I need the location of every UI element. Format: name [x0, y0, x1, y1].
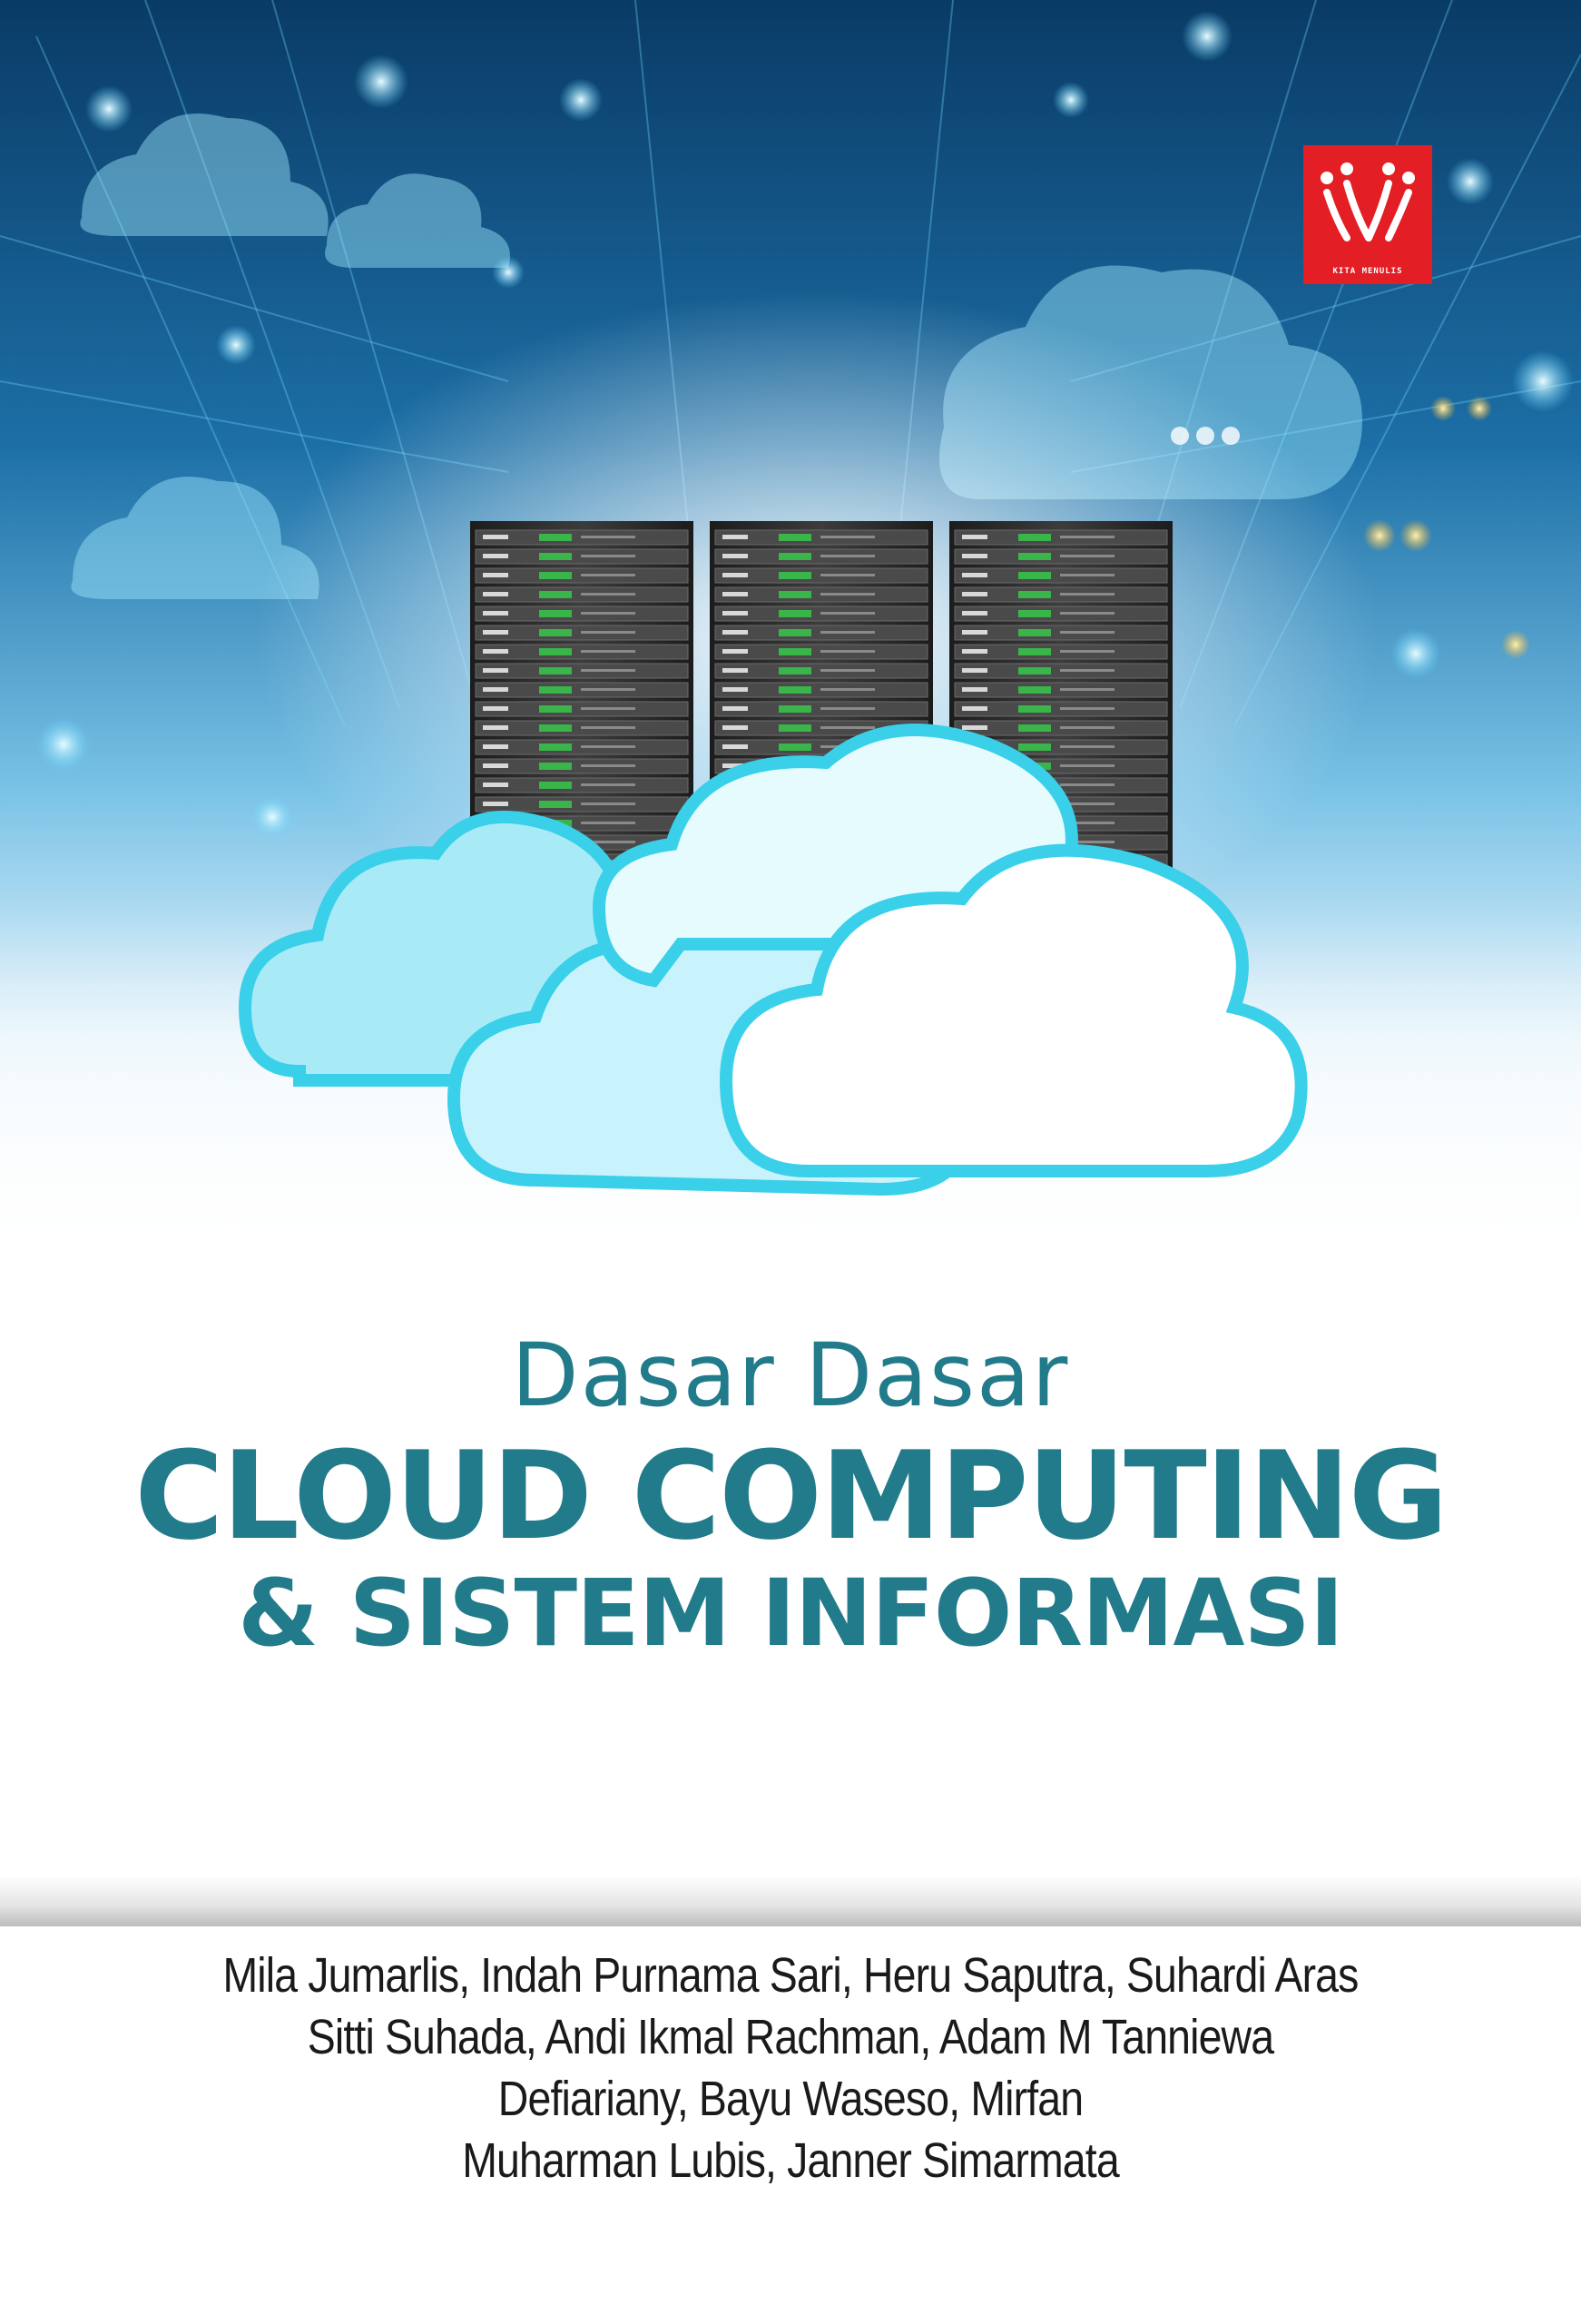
publisher-logo-icon: [1321, 162, 1415, 241]
cloud-icon: [238, 724, 1308, 1196]
title-prefix: Dasar Dasar: [511, 1324, 1070, 1426]
publisher-name: KITA MENULIS: [1332, 267, 1403, 276]
author-line: Sitti Suhada, Andi Ikmal Rachman, Adam M…: [307, 2010, 1274, 2064]
author-line: Defiariany, Bayu Waseso, Mirfan: [497, 2072, 1084, 2126]
author-line: Mila Jumarlis, Indah Purnama Sari, Heru …: [222, 1948, 1359, 2003]
divider: [0, 1876, 1581, 1926]
publisher-logo: KITA MENULIS: [1303, 145, 1432, 284]
book-subtitle: & SISTEM INFORMASI: [238, 1560, 1344, 1668]
author-line: Muharman Lubis, Janner Simarmata: [462, 2133, 1119, 2188]
title-block: Dasar Dasar CLOUD COMPUTING & SISTEM INF…: [0, 1325, 1581, 1667]
book-title: CLOUD COMPUTING: [134, 1425, 1448, 1567]
author-list: Mila Jumarlis, Indah Purnama Sari, Heru …: [0, 1945, 1581, 2191]
